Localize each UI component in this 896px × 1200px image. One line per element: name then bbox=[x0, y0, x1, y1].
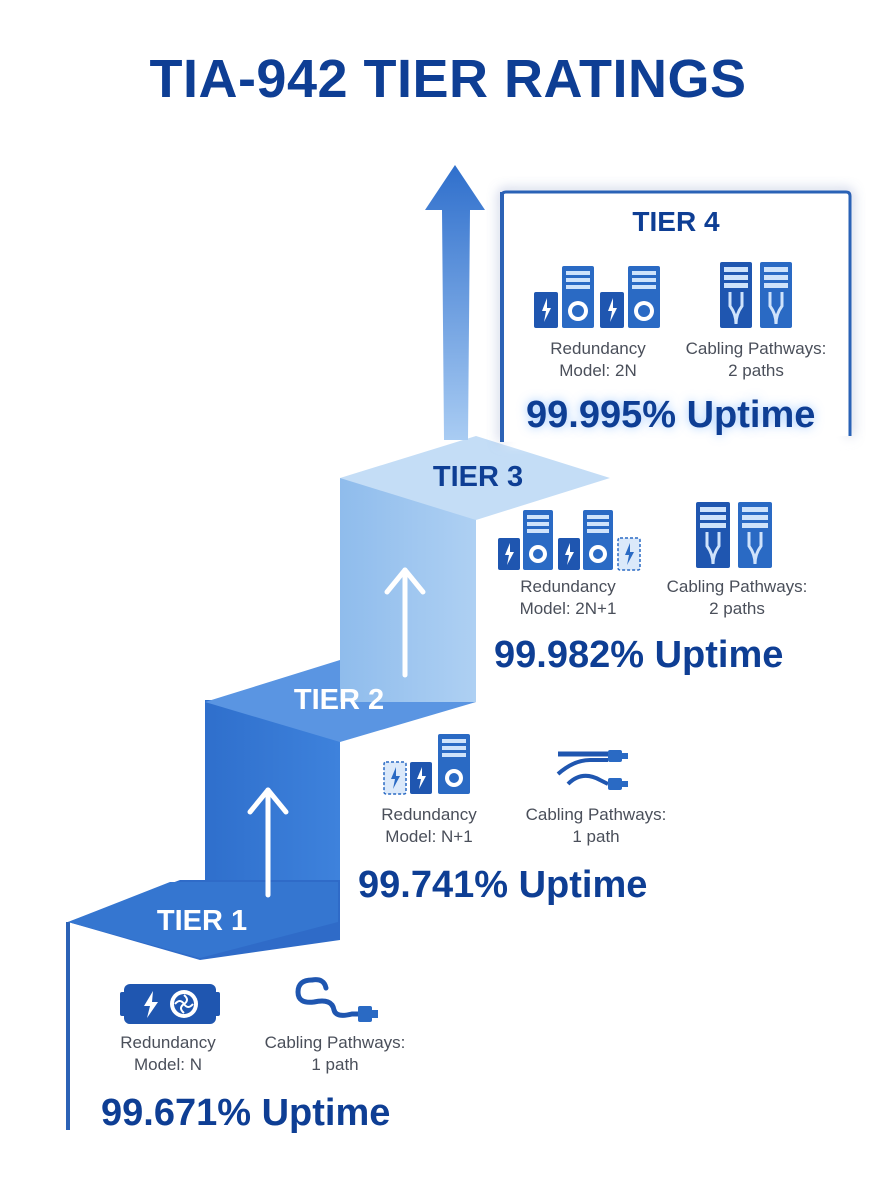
tier1-uptime: 99.671% Uptime bbox=[101, 1092, 391, 1134]
dual-rack-cable-icon bbox=[720, 262, 792, 328]
tier1-redundancy-label: Redundancy bbox=[120, 1033, 216, 1052]
tier2-redundancy-caption: Redundancy Model: N+1 bbox=[339, 804, 519, 848]
tier2-uptime: 99.741% Uptime bbox=[358, 864, 648, 906]
tier3-cabling-label: Cabling Pathways: bbox=[666, 577, 808, 596]
tier1-cabling-caption: Cabling Pathways: 1 path bbox=[245, 1032, 425, 1076]
tier2-riser bbox=[205, 700, 340, 922]
step-arrow-1 bbox=[247, 787, 289, 898]
tier3-cabling-value: 2 paths bbox=[709, 599, 765, 618]
tier3-redundancy-value: Model: 2N+1 bbox=[519, 599, 617, 618]
tier4-redundancy-value: Model: 2N bbox=[559, 361, 637, 380]
tier2-cabling-caption: Cabling Pathways: 1 path bbox=[506, 804, 686, 848]
tier1-label: TIER 1 bbox=[156, 905, 248, 937]
single-cable-icon bbox=[295, 977, 378, 1022]
tier1-cabling-label: Cabling Pathways: bbox=[264, 1033, 406, 1052]
tier2-redundancy-value: Model: N+1 bbox=[385, 827, 473, 846]
tier4-cabling-label: Cabling Pathways: bbox=[685, 339, 827, 358]
tier2-cabling-value: 1 path bbox=[572, 827, 620, 846]
tier2-label: TIER 2 bbox=[293, 684, 385, 716]
page-title: TIA-942 TIER RATINGS bbox=[149, 49, 747, 109]
tier3-cabling-caption: Cabling Pathways: 2 paths bbox=[647, 576, 827, 620]
tier3-redundancy-caption: Redundancy Model: 2N+1 bbox=[478, 576, 658, 620]
tier3-redundancy-label: Redundancy bbox=[520, 577, 616, 596]
tier3-tread bbox=[340, 436, 610, 520]
tier3-riser-face bbox=[340, 478, 476, 702]
big-up-arrow bbox=[425, 165, 485, 440]
tier4-cabling-caption: Cabling Pathways: 2 paths bbox=[666, 338, 846, 382]
tier2-cabling-label: Cabling Pathways: bbox=[525, 805, 667, 824]
tier3-uptime: 99.982% Uptime bbox=[494, 634, 784, 676]
single-pathway-cable-icon bbox=[556, 750, 628, 790]
tier4-redundancy-caption: Redundancy Model: 2N bbox=[508, 338, 688, 382]
dual-server-with-spare-icon bbox=[498, 510, 641, 571]
step-arrow-2 bbox=[384, 567, 426, 678]
tier1-redundancy-value: Model: N bbox=[133, 1055, 203, 1074]
dual-server-icon bbox=[534, 266, 660, 328]
server-with-spare-unit-icon bbox=[383, 734, 470, 795]
tier4-label: TIER 4 bbox=[632, 206, 720, 237]
tier4-uptime: 99.995% Uptime bbox=[526, 394, 816, 436]
tier4-redundancy-label: Redundancy bbox=[550, 339, 646, 358]
tier1-cabling-value: 1 path bbox=[311, 1055, 359, 1074]
tier1-tread-top bbox=[68, 882, 338, 958]
tier1-redundancy-caption: Redundancy Model: N bbox=[78, 1032, 258, 1076]
tier2-redundancy-label: Redundancy bbox=[381, 805, 477, 824]
single-power-fan-unit-icon bbox=[120, 984, 220, 1024]
tier4-cabling-value: 2 paths bbox=[728, 361, 784, 380]
tier3-label: TIER 3 bbox=[432, 461, 524, 493]
dual-rack-cable-icon bbox=[696, 502, 772, 568]
